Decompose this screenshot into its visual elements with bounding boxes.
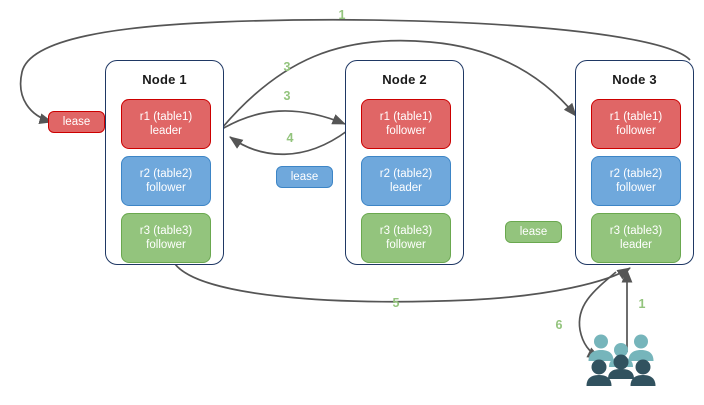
replica-r3-node2[interactable]: r3 (table3) follower: [361, 213, 451, 263]
user-front-right-icon: [630, 359, 656, 386]
replica-name: r3 (table3): [379, 225, 433, 237]
step-label-3-a: 3: [283, 60, 291, 74]
node-box-3[interactable]: Node 3 r1 (table1) follower r2 (table2) …: [575, 60, 694, 265]
replica-r2-node2[interactable]: r2 (table2) leader: [361, 156, 451, 206]
node-title: Node 2: [382, 72, 427, 87]
users-group-icon: [586, 333, 658, 391]
user-front-left-icon: [586, 359, 612, 386]
lease-badge-green: lease: [505, 221, 562, 243]
replica-role: leader: [390, 182, 422, 194]
replica-r1-node3[interactable]: r1 (table1) follower: [591, 99, 681, 149]
replica-role: follower: [386, 125, 426, 137]
replica-name: r1 (table1): [139, 111, 193, 123]
step-label-4: 4: [286, 131, 294, 145]
replica-role: follower: [616, 125, 656, 137]
user-back-left-icon: [588, 334, 614, 361]
replica-name: r3 (table3): [609, 225, 663, 237]
replica-role: follower: [146, 239, 186, 251]
replica-r1-node1[interactable]: r1 (table1) leader: [121, 99, 211, 149]
replica-r1-node2[interactable]: r1 (table1) follower: [361, 99, 451, 149]
replica-r3-node3[interactable]: r3 (table3) leader: [591, 213, 681, 263]
step-label-5: 5: [392, 296, 400, 310]
replica-name: r2 (table2): [379, 168, 433, 180]
node-box-2[interactable]: Node 2 r1 (table1) follower r2 (table2) …: [345, 60, 464, 265]
node-title: Node 3: [612, 72, 657, 87]
step-label-3-b: 3: [283, 89, 291, 103]
replica-r2-node3[interactable]: r2 (table2) follower: [591, 156, 681, 206]
user-front-center-icon: [608, 354, 634, 379]
replica-name: r2 (table2): [139, 168, 193, 180]
step-label-2: 1: [338, 8, 346, 22]
lease-badge-red: lease: [48, 111, 105, 133]
replica-name: r1 (table1): [379, 111, 433, 123]
node-title: Node 1: [142, 72, 187, 87]
replica-role: follower: [386, 239, 426, 251]
step-label-6: 6: [555, 318, 563, 332]
arrow-step-3-to-node2: [221, 110, 346, 130]
replica-name: r1 (table1): [609, 111, 663, 123]
lease-label: lease: [290, 171, 319, 183]
lease-badge-blue: lease: [276, 166, 333, 188]
lease-label: lease: [519, 226, 548, 238]
replica-role: leader: [620, 239, 652, 251]
lease-label: lease: [62, 116, 91, 128]
replica-name: r2 (table2): [609, 168, 663, 180]
replica-role: follower: [146, 182, 186, 194]
replica-r2-node1[interactable]: r2 (table2) follower: [121, 156, 211, 206]
node-box-1[interactable]: Node 1 r1 (table1) leader r2 (table2) fo…: [105, 60, 224, 265]
replica-role: leader: [150, 125, 182, 137]
user-back-right-icon: [628, 334, 654, 361]
replica-r3-node1[interactable]: r3 (table3) follower: [121, 213, 211, 263]
step-label-1: 1: [638, 297, 646, 311]
replica-name: r3 (table3): [139, 225, 193, 237]
replica-role: follower: [616, 182, 656, 194]
